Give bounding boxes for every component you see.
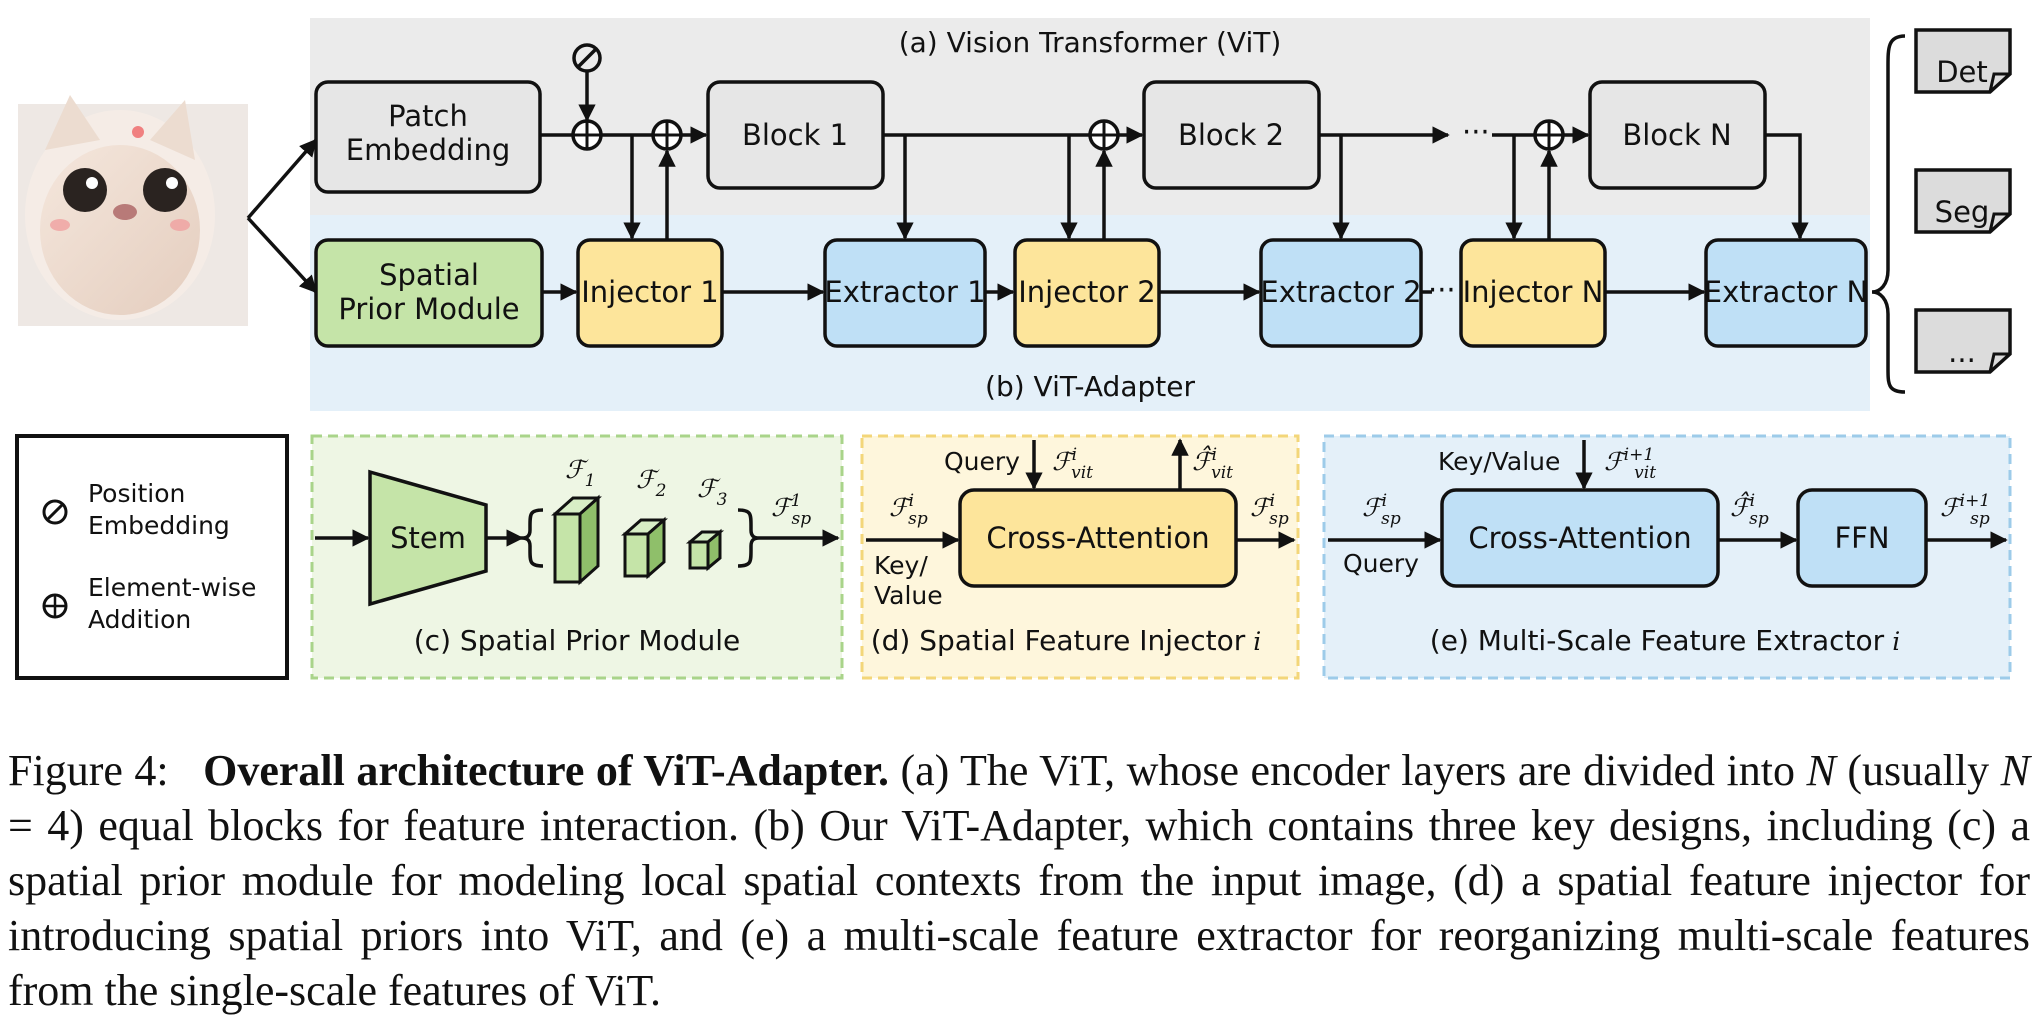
feature-map-1 bbox=[551, 494, 602, 586]
panel-a-title: (a) Vision Transformer (ViT) bbox=[899, 26, 1282, 59]
block-1-label: Block 1 bbox=[742, 118, 848, 152]
add-node-1 bbox=[651, 119, 683, 151]
add-node-2 bbox=[1088, 119, 1120, 151]
block-1-box: Block 1 bbox=[706, 80, 885, 190]
injector-kv-line2: Value bbox=[874, 581, 943, 610]
legend-position-icon bbox=[42, 499, 68, 525]
spatial-prior-module-box: Spatial Prior Module bbox=[314, 238, 544, 348]
caption-n1: N bbox=[1806, 746, 1836, 795]
block-2-label: Block 2 bbox=[1178, 118, 1284, 152]
vit-ellipsis: ··· bbox=[1462, 115, 1490, 149]
caption-title: Overall architecture of ViT-Adapter. bbox=[203, 746, 889, 795]
legend: Position Embedding Element-wise Addition bbox=[15, 434, 289, 680]
task-seg-label: Seg bbox=[1935, 195, 1990, 229]
figure-caption: Figure 4: Overall architecture of ViT-Ad… bbox=[8, 743, 2030, 1018]
ffn-box: FFN bbox=[1796, 488, 1928, 588]
extractor-cross-attention-box: Cross-Attention bbox=[1440, 488, 1720, 588]
injector-2-box: Injector 2 bbox=[1013, 238, 1161, 348]
spm-line1: Spatial bbox=[379, 258, 479, 292]
task-det-doc: Det bbox=[1914, 28, 2012, 94]
architecture-diagram: Patch Embedding Block 1 Block 2 Block N bbox=[15, 18, 2012, 680]
spm-line2: Prior Module bbox=[338, 292, 519, 326]
panel-c-title: (c) Spatial Prior Module bbox=[414, 624, 740, 657]
patch-embedding-box: Patch Embedding bbox=[314, 80, 542, 194]
legend-position-line2: Embedding bbox=[88, 511, 230, 540]
add-node-n bbox=[1533, 119, 1565, 151]
legend-addition-icon bbox=[42, 593, 68, 619]
extractor-kv-label: Key/Value bbox=[1438, 447, 1560, 476]
legend-addition-line2: Addition bbox=[88, 605, 191, 634]
injector-1-box: Injector 1 bbox=[576, 238, 724, 348]
position-embedding-symbol bbox=[572, 43, 602, 73]
caption-n2: N bbox=[2000, 746, 2030, 795]
injector-n-label: Injector N bbox=[1463, 275, 1604, 309]
legend-position-line1: Position bbox=[88, 479, 185, 508]
injector-n-box: Injector N bbox=[1459, 238, 1607, 348]
injector-cross-attention-label: Cross-Attention bbox=[986, 521, 1209, 555]
block-n-box: Block N bbox=[1588, 80, 1767, 190]
spm-brace-left bbox=[521, 508, 544, 568]
stem-trapezoid: Stem bbox=[368, 469, 488, 607]
injector-kv-line1: Key/ bbox=[874, 551, 928, 580]
caption-text-1: (a) The ViT, whose encoder layers are di… bbox=[889, 746, 1807, 795]
legend-addition-line1: Element-wise bbox=[88, 573, 256, 602]
extractor-n-box: Extractor N bbox=[1704, 238, 1868, 348]
patch-embedding-line1: Patch bbox=[388, 99, 468, 133]
task-more-doc: ... bbox=[1914, 308, 2012, 374]
extractor-2-label: Extractor 2 bbox=[1260, 275, 1421, 309]
block-2-box: Block 2 bbox=[1142, 80, 1321, 190]
ffn-label: FFN bbox=[1834, 521, 1889, 555]
caption-label: Figure 4: bbox=[8, 746, 169, 795]
extractor-2-box: Extractor 2 bbox=[1259, 238, 1423, 348]
injector-cross-attention-box: Cross-Attention bbox=[958, 488, 1238, 588]
feature-map-3 bbox=[685, 528, 725, 572]
stem-label: Stem bbox=[390, 521, 466, 555]
add-node-pos bbox=[571, 119, 603, 151]
adapter-ellipsis: ··· bbox=[1428, 273, 1456, 307]
task-more-label: ... bbox=[1948, 335, 1976, 369]
extractor-1-box: Extractor 1 bbox=[823, 238, 987, 348]
task-seg-doc: Seg bbox=[1914, 168, 2012, 234]
patch-embedding-line2: Embedding bbox=[346, 133, 510, 167]
extractor-1-label: Extractor 1 bbox=[824, 275, 985, 309]
extractor-n-label: Extractor N bbox=[1704, 275, 1868, 309]
injector-query-label: Query bbox=[944, 447, 1020, 476]
task-det-label: Det bbox=[1936, 55, 1988, 89]
block-n-label: Block N bbox=[1622, 118, 1731, 152]
caption-text-3: = 4) equal blocks for feature interactio… bbox=[8, 801, 2030, 1015]
input-image bbox=[18, 95, 248, 326]
feature-map-2 bbox=[621, 516, 668, 580]
extractor-query-label: Query bbox=[1343, 549, 1419, 578]
caption-text-2: (usually bbox=[1835, 746, 2001, 795]
injector-2-label: Injector 2 bbox=[1018, 275, 1155, 309]
extractor-cross-attention-label: Cross-Attention bbox=[1468, 521, 1691, 555]
panel-b-title: (b) ViT-Adapter bbox=[985, 370, 1195, 403]
task-brace bbox=[1871, 34, 1906, 394]
injector-1-label: Injector 1 bbox=[581, 275, 718, 309]
